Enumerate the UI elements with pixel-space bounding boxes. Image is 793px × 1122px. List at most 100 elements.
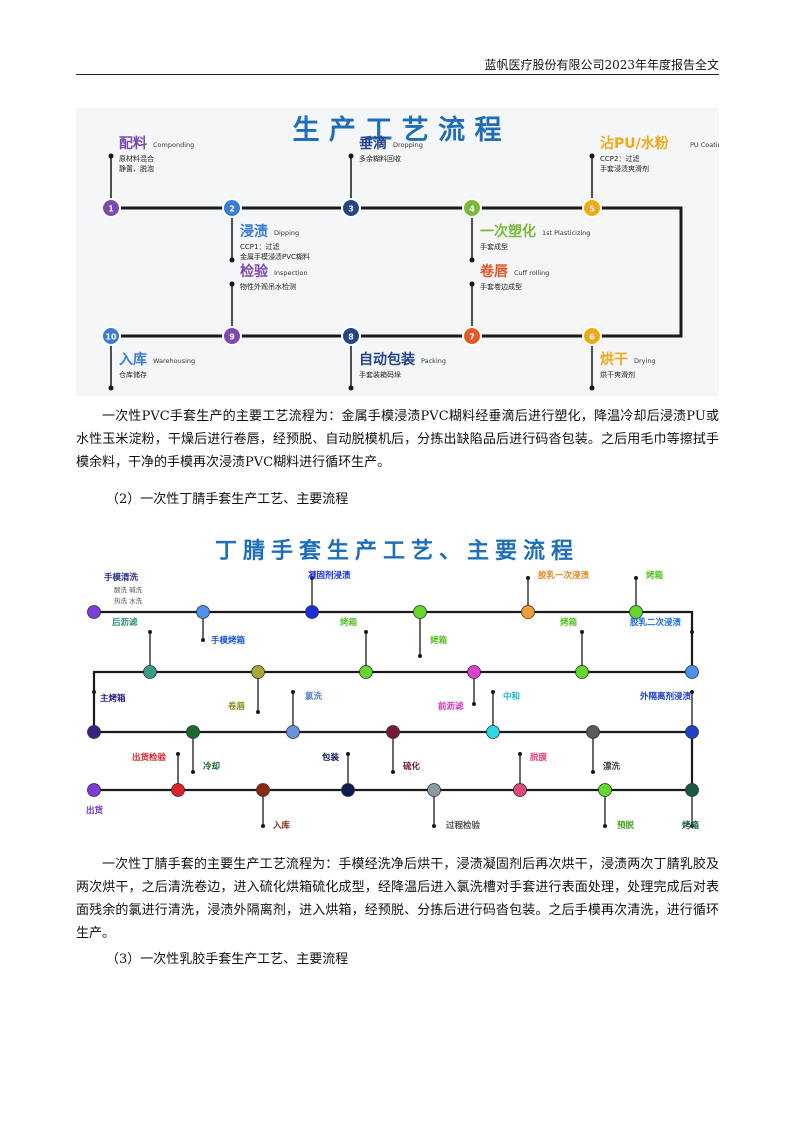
node-label: 胶乳二次浸渍: [630, 617, 682, 628]
node-stem-dot: [261, 824, 265, 828]
node-stem-dot: [634, 576, 638, 580]
process-node: [305, 605, 319, 619]
step-english-name: Cuff rolling: [514, 269, 549, 277]
step-stem-dot: [589, 385, 595, 391]
node-label: 前沥滤: [438, 701, 464, 712]
process-node: [513, 783, 527, 797]
step-node: [462, 326, 482, 346]
node-stem-dot: [346, 752, 350, 756]
step-english-name: Dipping: [274, 229, 299, 237]
node-label: 烤箱: [430, 635, 448, 646]
node-label: 中和: [503, 691, 520, 702]
header-title: 蓝帆医疗股份有限公司2023年年度报告全文: [484, 58, 719, 72]
step-name: 垂滴: [359, 135, 387, 152]
process-node: [685, 665, 699, 679]
node-label: 脱膜: [530, 752, 548, 763]
node-stem-dot: [418, 654, 422, 658]
process-node: [359, 665, 373, 679]
step-english-name: PU Coating: [690, 141, 719, 149]
step-note: 手套装箱码垛: [359, 370, 401, 379]
process-node: [186, 725, 200, 739]
step-stem-dot: [469, 257, 475, 263]
node-stem-dot: [291, 690, 295, 694]
step-name: 检验: [240, 263, 269, 280]
step-note: CCP1：过滤: [240, 242, 279, 251]
step-number: 8: [348, 333, 354, 342]
step-node: [222, 198, 242, 218]
step-number: 5: [589, 205, 595, 214]
process-node: [286, 725, 300, 739]
process-node: [598, 783, 612, 797]
step-english-name: Dropping: [393, 141, 423, 149]
node-stem-dot: [690, 630, 694, 634]
step-node: [222, 326, 242, 346]
step-stem-dot: [469, 281, 475, 287]
figure1-title: 生 产 工 艺 流 程: [293, 115, 502, 146]
node-label: 出货: [86, 805, 104, 816]
step-name: 沾PU/水粉: [600, 135, 669, 152]
step-stem-dot: [229, 257, 235, 263]
step-node: [101, 198, 121, 218]
step-number: 6: [589, 333, 595, 342]
node-label: 入库: [272, 820, 291, 831]
process-node: [87, 783, 101, 797]
figure2-title: 丁腈手套生产工艺、主要流程: [215, 538, 579, 564]
step-number: 7: [469, 333, 475, 342]
step-name: 烘干: [600, 351, 628, 368]
node-stem-dot: [92, 690, 96, 694]
process-node: [251, 665, 265, 679]
node-stem-dot: [391, 770, 395, 774]
process-node: [685, 725, 699, 739]
step-stem-dot: [108, 385, 114, 391]
node-stem-dot: [432, 824, 436, 828]
step-name: 一次塑化: [480, 223, 536, 240]
step-english-name: Drying: [634, 357, 656, 365]
step-node: [582, 326, 602, 346]
step-note: 仓库储存: [119, 370, 147, 379]
node-label: 出货检验: [132, 752, 167, 763]
step-english-name: Inspection: [274, 269, 308, 277]
paragraph-pvc-process: 一次性PVC手套生产的主要工艺流程为：金属手模浸渍PVC糊料经垂滴后进行塑化，降…: [76, 409, 719, 470]
process-node: [575, 665, 589, 679]
node-label: 外隔离剂浸渍: [639, 691, 692, 702]
step-note: 手套成型: [480, 242, 508, 251]
node-stem-dot: [518, 752, 522, 756]
node-stem-dot: [364, 630, 368, 634]
node-label: 冷却: [203, 761, 220, 772]
node-label: 烤箱: [682, 820, 700, 831]
node-stem-dot: [310, 576, 314, 580]
step-note: 手套浸渍爽滑剂: [600, 164, 649, 173]
node-sublabel: 热洗 水洗: [114, 596, 143, 605]
node-stem-dot: [603, 824, 607, 828]
step-stem-dot: [348, 385, 354, 391]
node-label: 主烤箱: [100, 693, 126, 704]
node-stem-dot: [690, 824, 694, 828]
step-name: 自动包装: [359, 351, 416, 368]
step-number: 1: [108, 205, 114, 214]
node-label: 氯洗: [305, 691, 323, 702]
step-stem-dot: [348, 153, 354, 159]
node-label: 过程检验: [446, 820, 481, 831]
process-node: [87, 605, 101, 619]
node-label: 后沥滤: [112, 617, 138, 628]
step-number: 9: [229, 333, 235, 342]
process-node: [196, 605, 210, 619]
node-label: 手模烤箱: [211, 635, 246, 646]
step-node: [582, 198, 602, 218]
node-label: 硫化: [403, 761, 421, 772]
step-note: 烘干爽滑剂: [600, 370, 635, 379]
node-stem-dot: [472, 702, 476, 706]
process-node: [143, 665, 157, 679]
process-node: [521, 605, 535, 619]
process-node: [87, 725, 101, 739]
node-stem-dot: [690, 690, 694, 694]
process-node: [486, 725, 500, 739]
step-english-name: Packing: [421, 357, 446, 365]
node-sublabel: 酸洗 碱洗: [114, 585, 143, 594]
paragraph-nitrile-process: 一次性丁腈手套的主要生产工艺流程为：手模经洗净后烘干，浸渍凝固剂后再次烘干，浸渍…: [76, 857, 719, 941]
step-note: 静置、脱泡: [119, 164, 154, 173]
step-note: CCP2：过滤: [600, 154, 639, 163]
node-label: 胶乳一次浸渍: [538, 570, 590, 581]
